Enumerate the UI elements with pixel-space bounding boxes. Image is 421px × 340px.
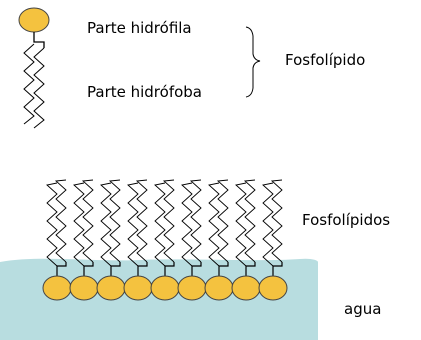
phospholipid-head <box>204 275 234 301</box>
monolayer-phospholipid <box>177 179 207 301</box>
phospholipid-neck <box>110 262 121 276</box>
phospholipid-neck <box>245 262 256 276</box>
phospholipid-tail <box>23 43 35 125</box>
phospholipid-head <box>177 275 207 301</box>
water-label: agua <box>344 300 382 318</box>
monolayer-phospholipid <box>96 179 126 301</box>
phospholipid-neck <box>218 262 229 276</box>
phospholipid-head <box>42 275 72 301</box>
phospholipid-monolayer <box>42 179 288 301</box>
phospholipid-tail <box>270 179 283 263</box>
phospholipid-tail <box>81 179 94 263</box>
monolayer-phospholipid <box>69 179 99 301</box>
phospholipid-tail <box>33 47 45 129</box>
monolayer-phospholipid <box>42 179 72 301</box>
phospholipid-head <box>96 275 126 301</box>
phospholipid-neck <box>33 32 45 48</box>
hydrophilic-part-label: Parte hidrófila <box>87 19 192 37</box>
phospholipid-neck <box>164 262 175 276</box>
phospholipid-head <box>69 275 99 301</box>
phospholipid-tail <box>127 182 139 267</box>
phospholipid-tail <box>54 179 67 263</box>
phospholipid-tail <box>208 182 220 267</box>
single-phospholipid <box>18 7 50 129</box>
phospholipid-tail <box>162 179 175 263</box>
monolayer-phospholipid <box>123 179 153 301</box>
phospholipid-head <box>231 275 261 301</box>
phospholipid-head <box>258 275 288 301</box>
monolayer-phospholipid <box>231 179 261 301</box>
phospholipid-head <box>123 275 153 301</box>
monolayer-phospholipid <box>258 179 288 301</box>
phospholipid-tail <box>73 182 85 267</box>
phospholipid-tail <box>135 179 148 263</box>
phospholipid-tail <box>100 182 112 267</box>
monolayer-phospholipid <box>150 179 180 301</box>
monolayer-phospholipid <box>204 179 234 301</box>
phospholipid-label: Fosfolípido <box>285 51 366 69</box>
phospholipid-neck <box>137 262 148 276</box>
phospholipids-label: Fosfolípidos <box>302 211 391 229</box>
phospholipid-tail <box>235 182 247 267</box>
phospholipid-neck <box>191 262 202 276</box>
phospholipid-tail <box>46 182 58 267</box>
phospholipid-tail <box>216 179 229 263</box>
phospholipid-tail <box>243 179 256 263</box>
phospholipid-tail <box>154 182 166 267</box>
phospholipid-neck <box>83 262 94 276</box>
phospholipid-tail <box>181 182 193 267</box>
phospholipid-neck <box>56 262 67 276</box>
phospholipid-tail <box>262 182 274 267</box>
phospholipid-tail <box>108 179 121 263</box>
phospholipid-head <box>150 275 180 301</box>
phospholipid-head <box>18 7 50 33</box>
phospholipid-tail <box>189 179 202 263</box>
phospholipid-neck <box>272 262 283 276</box>
grouping-brace <box>245 26 261 98</box>
hydrophobic-part-label: Parte hidrófoba <box>87 83 202 101</box>
